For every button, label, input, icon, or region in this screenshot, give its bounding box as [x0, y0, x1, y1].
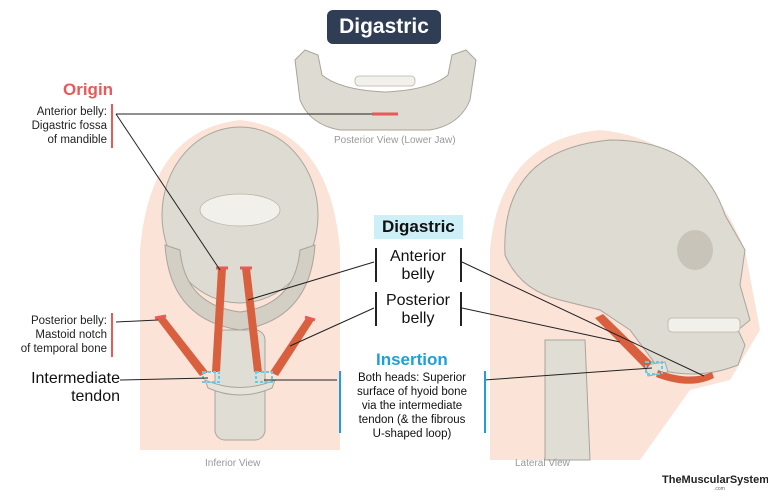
insertion-mark-right	[255, 371, 273, 383]
hyoid-inferior	[204, 379, 276, 396]
posterior-belly-label: Posterior belly	[385, 292, 451, 327]
origin-anterior-belly-note: Anterior belly: Digastric fossa of mandi…	[31, 106, 107, 146]
posterior-belly-lateral	[595, 314, 652, 370]
origin-heading: Origin	[63, 80, 114, 99]
orbit-lateral	[677, 230, 713, 270]
brand-suffix: .com	[714, 486, 725, 492]
posterior-belly-left	[156, 316, 208, 376]
intermediate-tendon-label: Intermediate tendon	[31, 370, 120, 405]
caption-posterior-view: Posterior View (Lower Jaw)	[334, 135, 456, 146]
anterior-sep-right	[460, 248, 462, 282]
page-title: Digastric	[327, 10, 441, 44]
mandible-posterior-view	[294, 49, 477, 131]
skull-lateral-view	[504, 139, 751, 375]
anterior-sep-left	[375, 248, 377, 282]
origin-posterior-belly-note: Posterior belly: Mastoid notch of tempor…	[20, 315, 107, 355]
mandible-inferior-view	[164, 244, 316, 331]
caption-lateral-view: Lateral View	[515, 458, 570, 469]
origin-bar-posterior	[111, 313, 113, 357]
origin-bar-anterior	[111, 104, 113, 148]
posterior-sep-right	[460, 292, 462, 326]
teeth-lateral	[667, 317, 741, 333]
posterior-sep-left	[375, 292, 377, 326]
brand-logo: TheMuscularSystem	[662, 474, 768, 486]
insertion-mark-left	[202, 371, 220, 383]
origin-mark-post-right	[304, 315, 316, 322]
upper-teeth	[199, 193, 281, 227]
insertion-bar-left	[339, 371, 341, 433]
insertion-bar-right	[484, 371, 486, 433]
leader-lines	[115, 113, 705, 381]
insertion-note: Both heads: Superior surface of hyoid bo…	[357, 372, 467, 440]
anterior-belly-label: Anterior belly	[389, 248, 447, 283]
insertion-heading: Insertion	[376, 350, 448, 369]
posterior-belly-right	[270, 318, 314, 376]
anterior-belly-lateral	[656, 370, 714, 384]
anterior-belly-left	[212, 268, 226, 372]
cervical-spine-lateral	[544, 339, 591, 461]
digastric-heading: Digastric	[374, 215, 463, 239]
anterior-belly-right	[242, 268, 262, 372]
caption-inferior-view: Inferior View	[205, 458, 261, 469]
origin-mark-post-left	[154, 314, 167, 320]
lower-teeth	[354, 75, 416, 87]
